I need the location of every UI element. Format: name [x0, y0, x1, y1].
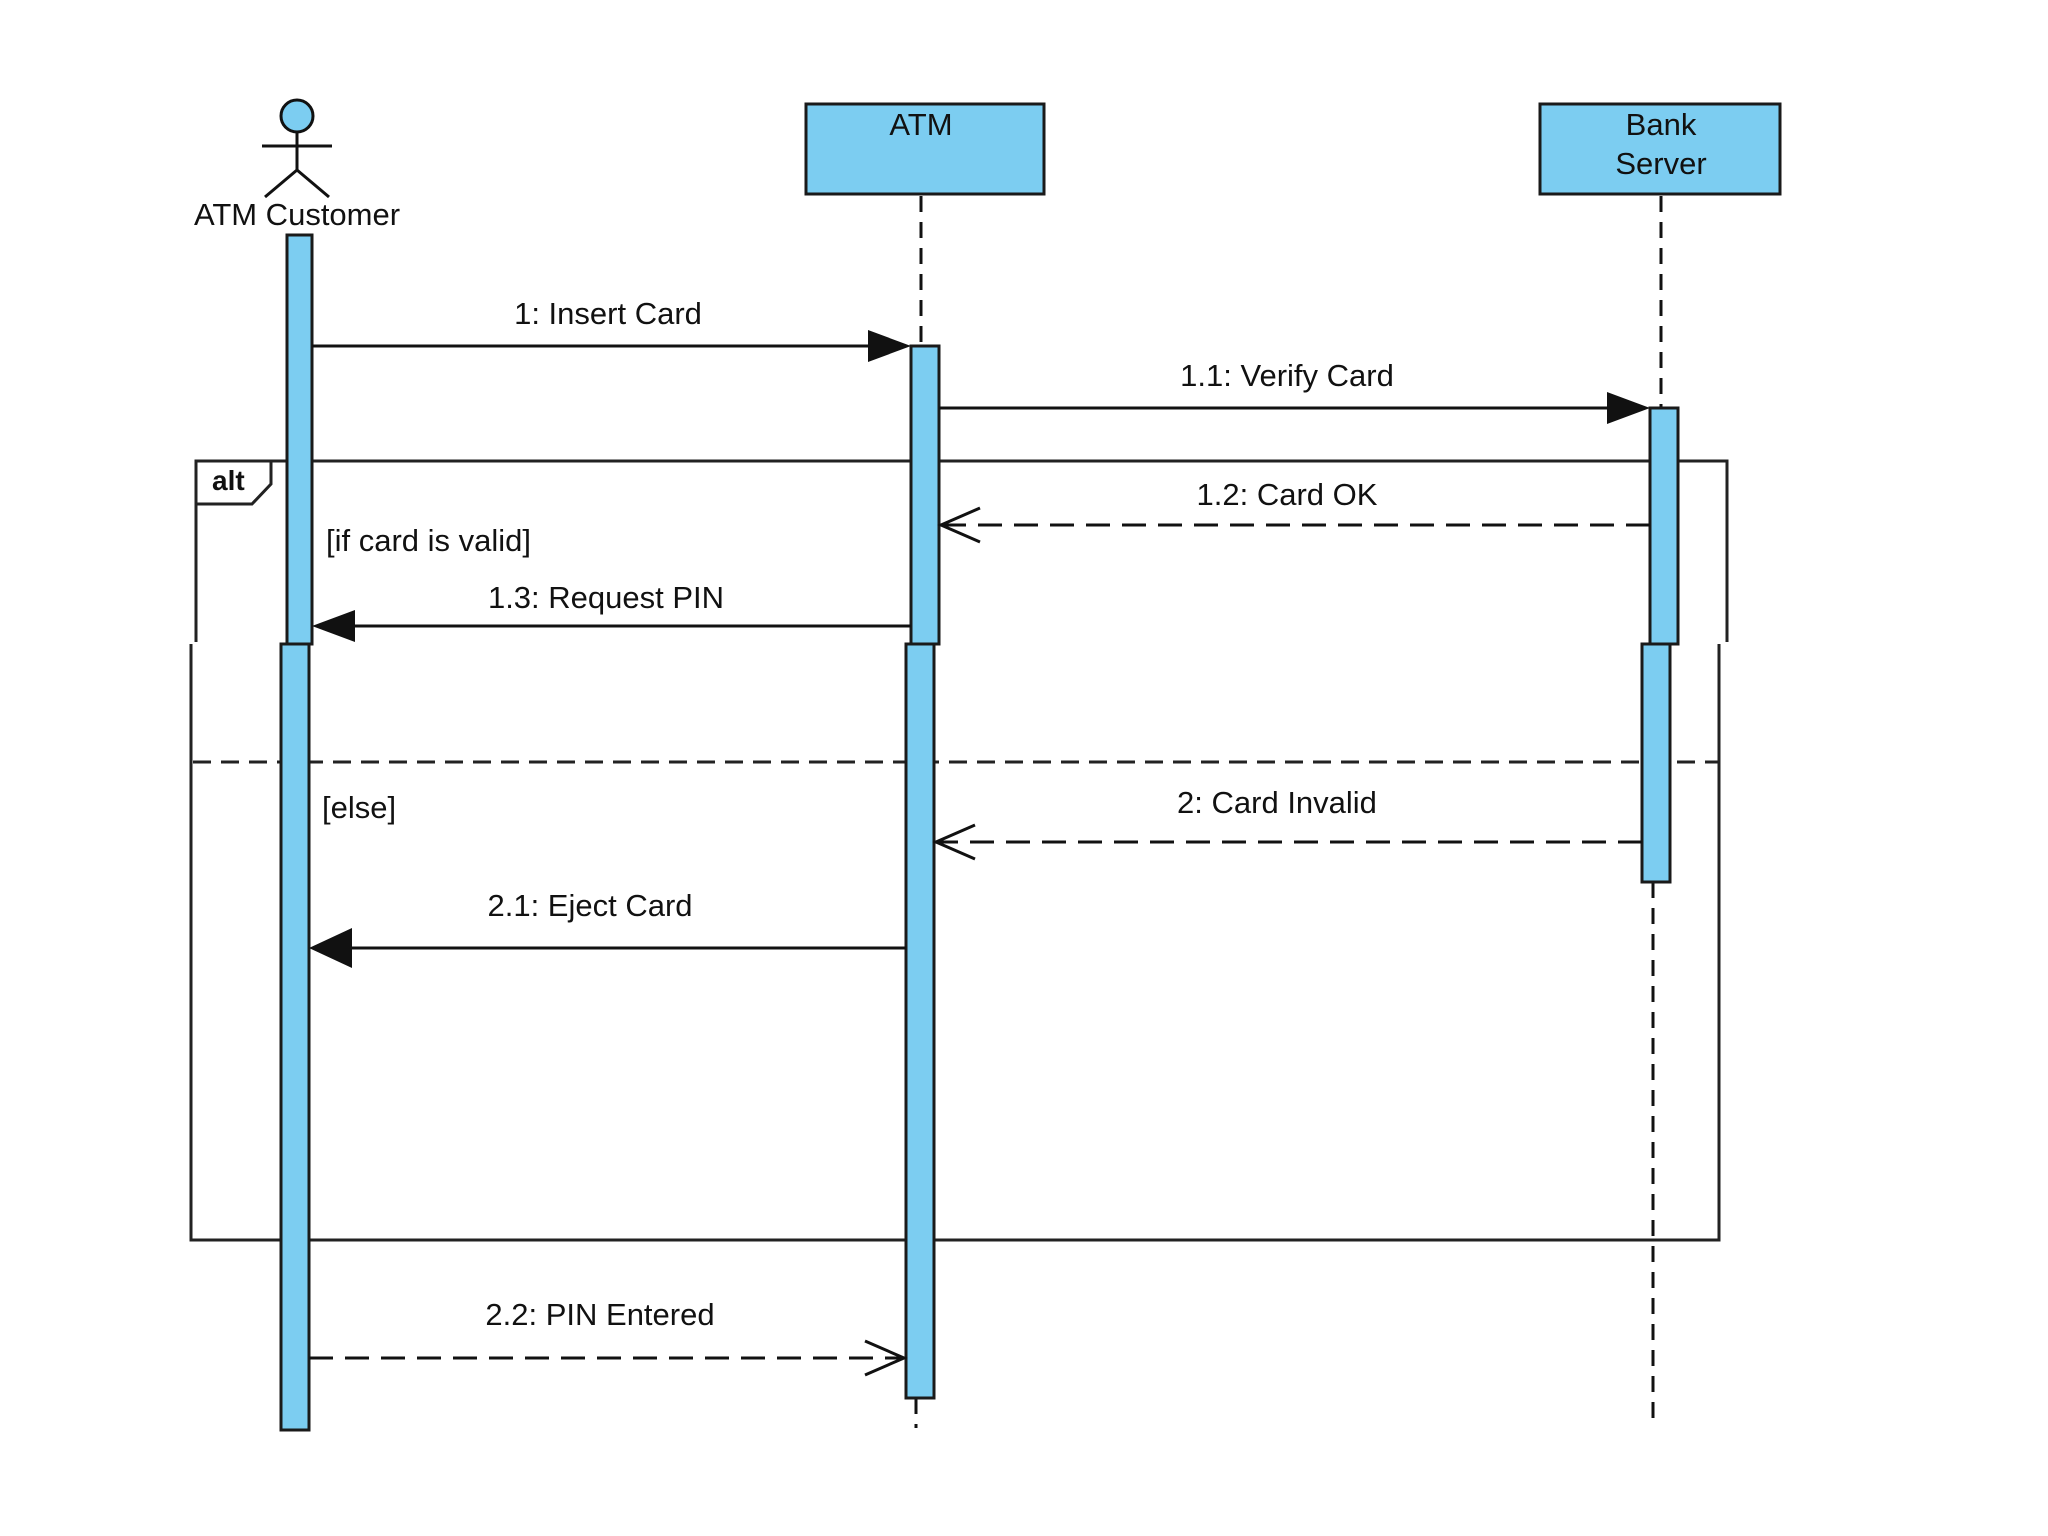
guard-if-card-valid: [if card is valid]	[326, 523, 531, 558]
message-eject-card-label: 2.1: Eject Card	[487, 888, 692, 923]
message-card-invalid: 2: Card Invalid	[932, 785, 1642, 861]
actor-label: ATM Customer	[194, 197, 400, 232]
bank-server-activation-bar-lower	[1640, 642, 1672, 884]
message-eject-card: 2.1: Eject Card	[309, 888, 906, 968]
atm-lifeline-label: ATM	[889, 107, 952, 142]
bank-server-label-line2: Server	[1615, 146, 1706, 181]
message-verify-card-label: 1.1: Verify Card	[1180, 358, 1394, 393]
message-insert-card: 1: Insert Card	[312, 296, 911, 362]
alt-operator-tag	[194, 459, 273, 506]
message-card-ok: 1.2: Card OK	[937, 477, 1650, 544]
message-insert-card-label: 1: Insert Card	[514, 296, 702, 331]
message-pin-entered-label: 2.2: PIN Entered	[485, 1297, 714, 1332]
message-request-pin: 1.3: Request PIN	[312, 580, 911, 642]
customer-activation-bar	[285, 233, 314, 646]
atm-lifeline-head	[804, 102, 1046, 196]
message-pin-entered: 2.2: PIN Entered	[309, 1297, 908, 1377]
message-card-invalid-label: 2: Card Invalid	[1177, 785, 1377, 820]
message-request-pin-label: 1.3: Request PIN	[488, 580, 724, 615]
guard-else: [else]	[322, 790, 396, 825]
bank-server-activation-bar	[1648, 406, 1680, 646]
customer-activation-bar-lower	[279, 642, 311, 1432]
actor-icon	[262, 98, 332, 199]
message-verify-card: 1.1: Verify Card	[939, 358, 1650, 424]
atm-activation-bar-lower	[904, 642, 936, 1400]
message-card-ok-label: 1.2: Card OK	[1197, 477, 1378, 512]
bank-server-lifeline-head	[1538, 102, 1782, 196]
alt-fragment	[189, 459, 1729, 1242]
bank-server-label-line1: Bank	[1626, 107, 1697, 142]
atm-activation-bar	[909, 344, 941, 646]
alt-operator-label: alt	[212, 465, 245, 496]
